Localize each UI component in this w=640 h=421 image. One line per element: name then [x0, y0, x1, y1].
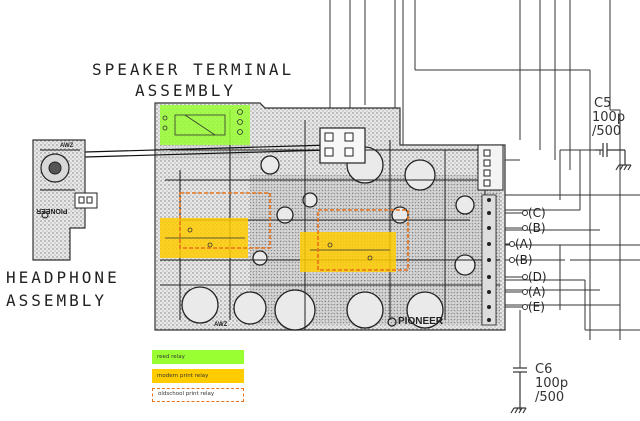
headphone-title-line2: ASSEMBLY [6, 291, 108, 310]
c6-capacitor-symbol [510, 367, 527, 414]
headphone-part-label: AWZ [60, 143, 74, 149]
connector-label-d: (D) [528, 270, 547, 284]
connector-label-b: (B) [528, 221, 546, 235]
headphone-title-line1: HEADPHONE [6, 268, 120, 287]
modern-relay-highlight-right [300, 232, 396, 272]
headphone-brand-logo: PIONEER [36, 207, 68, 214]
c5-value-label: 100p [592, 110, 626, 125]
pcb-brand-logo: PIONEER [398, 316, 444, 327]
legend-reed-relay: reed relay [152, 350, 244, 364]
oldschool-relay-outline-left [179, 192, 271, 249]
headphone-cable [84, 144, 331, 158]
c5-voltage-label: /500 [592, 124, 622, 139]
c6-name-label: C6 [535, 362, 553, 377]
connector-label-a: (A) [515, 237, 533, 251]
connector-label-a2: (A) [528, 285, 546, 299]
headphone-connector [74, 192, 98, 209]
speaker-terminal-title-line1: SPEAKER TERMINAL [92, 60, 295, 79]
legend-modern-print-relay: modern print relay [152, 369, 244, 383]
speaker-terminal-title-line2: ASSEMBLY [135, 81, 237, 100]
c6-voltage-label: /500 [535, 390, 565, 405]
connector-label-c: (C) [528, 206, 546, 220]
reed-relay-highlight [160, 105, 250, 145]
legend-oldschool-print-relay: oldschool print relay [152, 388, 244, 402]
c6-value-label: 100p [535, 376, 569, 391]
oldschool-relay-outline-right [317, 209, 409, 271]
c5-capacitor-symbol [595, 143, 632, 171]
connector-label-e: (E) [528, 300, 545, 314]
main-pcb-part-label: AWZ [214, 322, 228, 328]
connector-terminals [505, 210, 528, 310]
schematic-wires [329, 0, 640, 410]
c5-name-label: C5 [594, 96, 612, 111]
pcb-capacitors [181, 146, 476, 331]
connector-label-b2: (B) [515, 253, 533, 267]
